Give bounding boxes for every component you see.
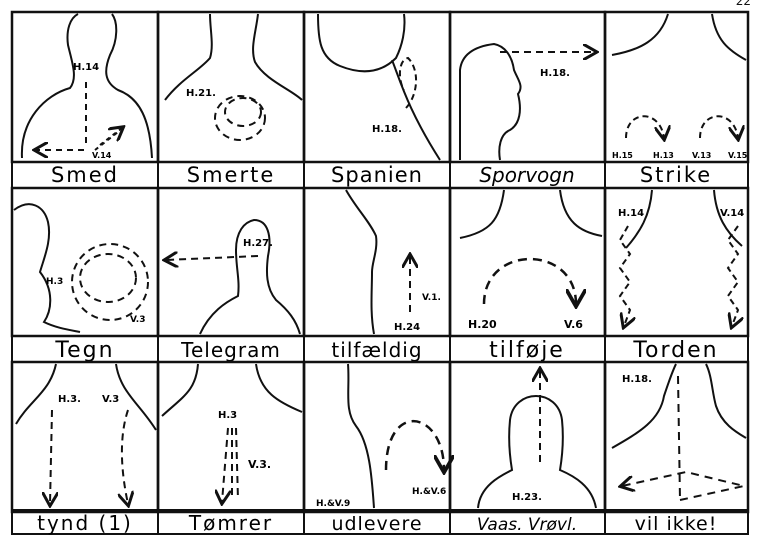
panel-7: H.27. Telegram (158, 188, 304, 362)
panel-13: H.&V.9 H.&V.6 udlevere (304, 362, 450, 535)
silhouette (460, 44, 521, 160)
panel-10: H.14 V.14 Torden (605, 188, 748, 363)
silhouette (612, 14, 746, 60)
panel-caption: udlevere (331, 513, 422, 535)
panel-label: H.3. (58, 394, 81, 405)
panel-label: V.14 (92, 151, 112, 160)
panel-label: V.3 (130, 315, 146, 325)
panel-label: H.23. (512, 492, 542, 503)
panel-label: H.18. (540, 68, 570, 79)
panel-caption: Tømrer (188, 511, 273, 535)
panel-label: V.1. (422, 293, 441, 303)
panel-label: H.21. (186, 88, 216, 99)
silhouette (346, 190, 376, 334)
silhouette (16, 364, 156, 430)
panel-label: V.13 (692, 151, 711, 160)
panel-11: H.3. V.3 tynd (1) (12, 362, 158, 535)
panel-caption: Smed (51, 163, 119, 187)
panel-2: H.21. Smerte (158, 12, 304, 188)
panel-caption: Telegram (180, 338, 281, 362)
panel-label: H.18. (372, 124, 402, 135)
panel-label: H.15 (612, 151, 633, 160)
panel-label: H.&V.9 (316, 499, 350, 509)
panel-6: H.3 V.3 Tegn (12, 188, 158, 363)
panel-caption: tilføje (489, 338, 565, 363)
panel-5: H.15 H.13 V.13 V.15 Strike (605, 12, 748, 188)
panel-label: V.3. (248, 458, 271, 471)
panel-label: H.24 (394, 322, 420, 333)
panel-label: V.6 (564, 318, 583, 331)
silhouette (460, 190, 602, 238)
panel-caption: tilfældig (331, 338, 422, 362)
silhouette (348, 364, 374, 508)
panel-14: H.23. Vaas. Vrøvl. (450, 362, 605, 535)
panel-label: H.18. (622, 374, 652, 385)
panel-caption: Sporvogn (479, 163, 574, 187)
panel-label: H.3 (46, 277, 63, 287)
panel-1: H.14 V.14 Smed (12, 12, 158, 188)
panel-8: V.1. H.24 tilfældig (304, 188, 450, 362)
panel-caption: Tegn (54, 338, 114, 363)
panel-label: H.14 (618, 208, 644, 219)
panel-caption: Torden (632, 338, 718, 363)
panel-label: H.14 (73, 62, 99, 73)
panel-caption: tynd (1) (37, 511, 133, 535)
silhouette (626, 190, 742, 248)
panel-label: H.20 (468, 318, 497, 331)
silhouette (162, 364, 302, 416)
panel-label: H.3 (218, 410, 237, 421)
panel-caption: Spanien (331, 163, 423, 187)
panel-label: H.27. (243, 238, 273, 249)
panel-caption: Vaas. Vrøvl. (477, 515, 577, 535)
panel-4: H.18. Sporvogn (450, 12, 605, 188)
panel-label: H.&V.6 (412, 487, 446, 497)
panel-label: H.13 (653, 151, 674, 160)
panel-caption: vil ikke! (635, 513, 718, 535)
panel-label: V.15 (728, 151, 748, 160)
panel-12: H.3 V.3. Tømrer (158, 362, 304, 535)
panel-9: H.20 V.6 tilføje (450, 188, 605, 363)
panel-label: V.14 (720, 208, 744, 219)
panel-caption: Strike (640, 163, 712, 187)
panel-3: H.18. Spanien (304, 12, 450, 188)
silhouette (318, 14, 440, 160)
panel-15: H.18. vil ikke! (605, 362, 748, 535)
panel-caption: Smerte (187, 163, 276, 187)
silhouette (14, 204, 80, 332)
panel-label: V.3 (102, 394, 119, 405)
